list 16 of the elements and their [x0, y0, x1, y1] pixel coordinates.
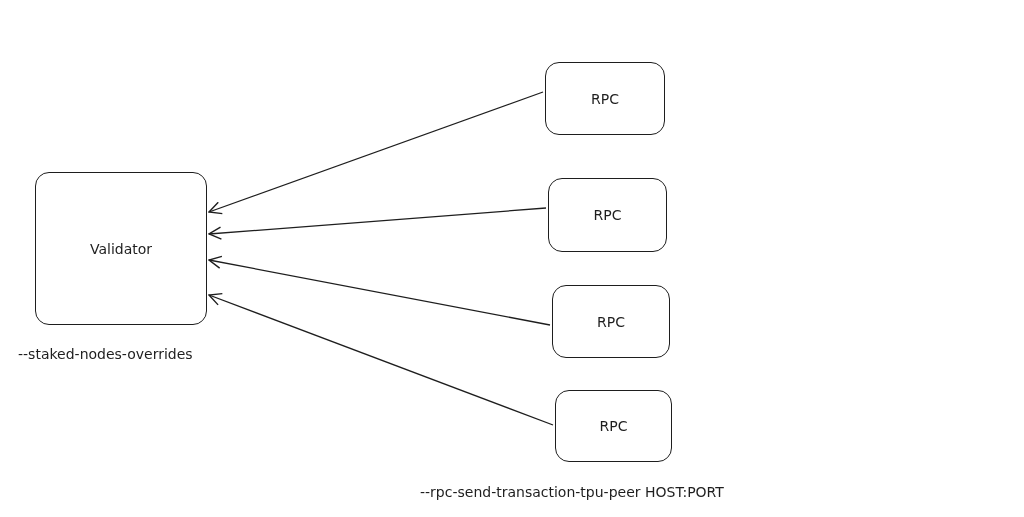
- process-box: [552, 285, 670, 358]
- arrow: [208, 91, 544, 215]
- node-label: RPC: [591, 90, 619, 107]
- node-label: RPC: [599, 418, 628, 434]
- arrow: [208, 207, 547, 240]
- arrow: [208, 292, 554, 426]
- node-label: Validator: [89, 240, 153, 257]
- process-box: [555, 390, 672, 462]
- process-box: [35, 172, 207, 325]
- annotation-text: --rpc-send-transaction-tpu-peer HOST:PORT: [420, 484, 724, 500]
- arrow: [208, 255, 551, 326]
- node-label: RPC: [593, 207, 622, 223]
- process-box: [545, 62, 665, 135]
- annotation-text: --staked-nodes-overrides: [18, 346, 193, 362]
- process-box: [548, 178, 667, 252]
- node-label: RPC: [597, 313, 625, 330]
